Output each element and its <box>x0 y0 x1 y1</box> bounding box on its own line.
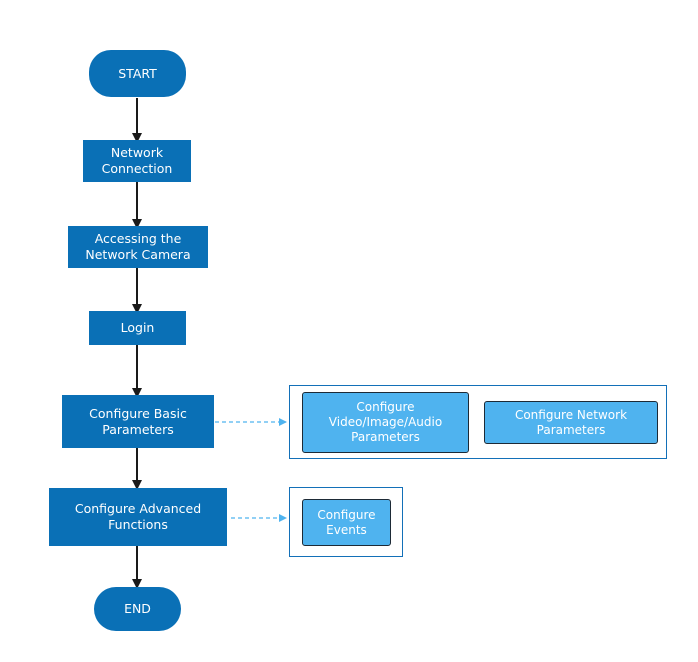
login-node: Login <box>89 311 186 345</box>
start-node: START <box>89 50 186 97</box>
accessing-camera-node: Accessing the Network Camera <box>68 226 208 268</box>
basic-parameters-group: Configure Video/Image/Audio Parameters C… <box>289 385 667 459</box>
configure-network-parameters-box: Configure Network Parameters <box>484 401 658 444</box>
configure-events-box: Configure Events <box>302 499 391 546</box>
configure-basic-node: Configure Basic Parameters <box>62 395 214 448</box>
configure-advanced-node: Configure Advanced Functions <box>49 488 227 546</box>
network-connection-node: Network Connection <box>83 140 191 182</box>
advanced-functions-group: Configure Events <box>289 487 403 557</box>
configure-video-image-audio-box: Configure Video/Image/Audio Parameters <box>302 392 469 453</box>
end-node: END <box>94 587 181 631</box>
